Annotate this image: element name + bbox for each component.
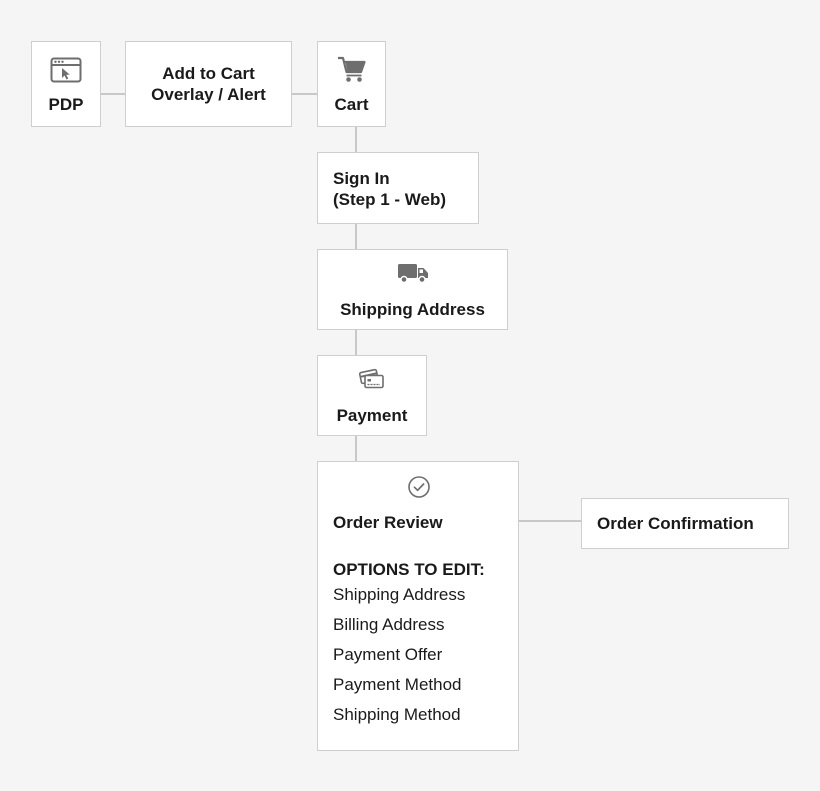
connector-signin-shipping [355, 223, 357, 250]
connector-review-confirmation [518, 520, 582, 522]
cart-icon [337, 55, 367, 88]
connector-pdp-addtocart [100, 93, 126, 95]
sign-in-label-line1: Sign In [333, 169, 390, 188]
pdp-label: PDP [48, 95, 84, 114]
options-to-edit-heading: OPTIONS TO EDIT: [333, 560, 485, 579]
shipping-address-label: Shipping Address [340, 299, 485, 319]
order-review-label: Order Review [333, 513, 443, 532]
edit-option-payment-offer: Payment Offer [333, 645, 443, 664]
pdp-node: PDP [31, 41, 101, 127]
connector-addtocart-cart [291, 93, 318, 95]
edit-option-shipping-address: Shipping Address [333, 585, 466, 604]
edit-option-payment-method: Payment Method [333, 675, 462, 694]
cart-node: Cart [317, 41, 386, 127]
add-to-cart-label-line2: Overlay / Alert [151, 85, 266, 104]
order-confirmation-label: Order Confirmation [597, 514, 754, 533]
edit-option-shipping-method: Shipping Method [333, 705, 461, 724]
check-circle-icon [407, 475, 431, 504]
connector-shipping-payment [355, 329, 357, 356]
truck-icon [397, 262, 429, 289]
add-to-cart-overlay-node: Add to Cart Overlay / Alert [125, 41, 292, 127]
add-to-cart-label-line1: Add to Cart [162, 64, 255, 83]
browser-cursor-icon [50, 57, 82, 88]
credit-cards-icon [358, 368, 385, 395]
order-confirmation-node: Order Confirmation [581, 498, 789, 549]
payment-node: Payment [317, 355, 427, 436]
connector-payment-review [355, 435, 357, 462]
connector-cart-signin [355, 126, 357, 153]
shipping-address-node: Shipping Address [317, 249, 508, 330]
sign-in-label-line2: (Step 1 - Web) [333, 190, 447, 209]
cart-label: Cart [334, 95, 369, 114]
order-review-node: Order Review OPTIONS TO EDIT: Shipping A… [317, 461, 519, 751]
edit-option-billing-address: Billing Address [333, 615, 445, 634]
sign-in-node: Sign In (Step 1 - Web) [317, 152, 479, 224]
payment-label: Payment [336, 405, 408, 425]
